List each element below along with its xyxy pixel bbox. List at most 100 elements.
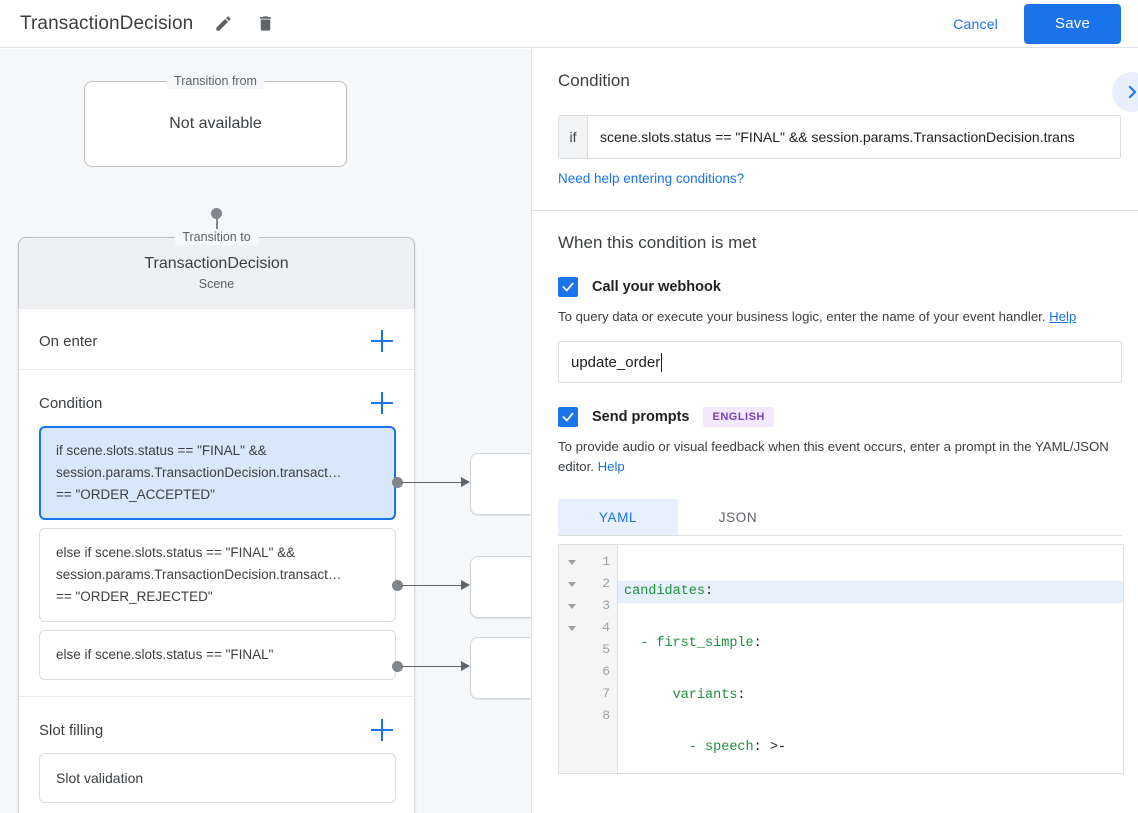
code-punct: : >- [753,740,787,755]
transition-from-border [84,81,347,167]
condition-input[interactable]: scene.slots.status == "FINAL" && session… [588,116,1120,158]
line-number: 7 [602,686,610,701]
edge-source-dot [211,208,222,219]
panel-condition-section: Condition if scene.slots.status == "FINA… [532,49,1138,211]
condition-line: session.params.TransactionDecision.trans… [56,567,342,582]
condition-line: == "ORDER_REJECTED" [56,589,213,604]
edge-arrowhead [461,580,470,590]
condition-line: else if scene.slots.status == "FINAL" && [56,545,296,560]
scene-card: Transition to TransactionDecision Scene … [18,229,415,813]
fold-toggle-2[interactable] [559,573,585,595]
section-title-slot-filling: Slot filling [39,721,104,739]
trash-icon[interactable] [253,12,277,36]
scene-type: Scene [198,277,235,291]
code-key: - speech [624,740,754,755]
webhook-checkbox-row: Call your webhook [558,277,1121,297]
add-condition-icon[interactable] [371,392,393,414]
line-number: 8 [602,708,610,723]
section-on-enter: On enter [19,308,414,369]
panel-when-met-section: When this condition is met Call your web… [532,211,1138,774]
code-fold-gutter [559,545,585,773]
line-number: 4 [602,620,610,635]
send-prompts-checkbox[interactable] [558,407,578,427]
slot-validation-item[interactable]: Slot validation [39,753,396,803]
save-button[interactable]: Save [1024,3,1121,44]
code-punct: : [737,688,746,703]
edge-line [401,481,463,484]
yaml-code-editor[interactable]: 1 2 3 4 5 6 7 8 candidates: - first_simp… [558,544,1124,774]
send-prompts-label: Send prompts [592,409,690,425]
code-line-3: variants: [618,685,1123,707]
fold-toggle-4[interactable] [559,617,585,639]
details-panel: Condition if scene.slots.status == "FINA… [531,49,1138,813]
language-badge: ENGLISH [703,407,774,427]
webhook-checkbox[interactable] [558,277,578,297]
edge-dot [392,580,403,591]
section-condition: Condition if scene.slots.status == "FINA… [19,369,414,696]
pencil-icon[interactable] [211,12,235,36]
condition-item-3[interactable]: else if scene.slots.status == "FINAL" [39,630,396,680]
code-text-area[interactable]: candidates: - first_simple: variants: - … [618,545,1123,773]
condition-item-1[interactable]: if scene.slots.status == "FINAL" && sess… [39,426,396,520]
webhook-handler-input[interactable]: update_order [558,341,1122,383]
prompts-checkbox-row: Send prompts ENGLISH [558,407,1121,427]
section-header-slot-filling: Slot filling [19,697,414,745]
target-node-1[interactable] [470,453,531,515]
condition-help-link[interactable]: Need help entering conditions? [558,171,745,186]
code-punct: : [753,636,762,651]
condition-if-prefix: if [559,116,588,158]
add-slot-filling-icon[interactable] [371,719,393,741]
webhook-handler-value: update_order [571,353,661,371]
prompts-help-link[interactable]: Help [597,459,625,474]
code-line-number-gutter: 1 2 3 4 5 6 7 8 [585,545,618,773]
condition-field[interactable]: if scene.slots.status == "FINAL" && sess… [558,115,1121,159]
transition-from-label: Transition from [166,73,265,89]
section-title-on-enter: On enter [39,332,98,350]
condition-heading: Condition [558,71,630,90]
scene-card-header[interactable]: Transition to TransactionDecision Scene [18,229,415,308]
scene-name: TransactionDecision [144,255,289,272]
when-condition-met-heading: When this condition is met [558,233,757,252]
chevron-right-icon[interactable] [1112,72,1138,112]
webhook-label: Call your webhook [592,279,721,295]
code-line-2: - first_simple: [618,633,1123,655]
section-header-condition: Condition [19,370,414,418]
target-node-2[interactable] [470,556,531,618]
webhook-helper-copy: To query data or execute your business l… [558,309,1046,324]
add-on-enter-icon[interactable] [371,330,393,352]
page-title: TransactionDecision [20,12,194,34]
condition-line: else if scene.slots.status == "FINAL" [56,647,274,662]
edge-arrowhead [461,661,470,671]
scene-graph-canvas[interactable]: Not available Transition from Transition… [0,49,531,813]
edge-dot [392,477,403,488]
condition-line: if scene.slots.status == "FINAL" && [56,443,267,458]
line-number: 1 [602,554,610,569]
fold-toggle-3[interactable] [559,595,585,617]
webhook-help-link[interactable]: Help [1049,309,1077,324]
line-number: 2 [602,576,610,591]
transition-from-node[interactable]: Not available Transition from [84,73,347,167]
fold-toggle-1[interactable] [559,551,585,573]
line-number: 6 [602,664,610,679]
line-number: 5 [602,642,610,657]
editor-format-tabs: YAML JSON [558,499,1122,536]
condition-line: session.params.TransactionDecision.trans… [56,465,342,480]
edge-arrowhead [461,477,470,487]
tab-json[interactable]: JSON [718,509,758,525]
text-caret [661,352,663,372]
code-line-4: - speech: >- [618,737,1123,759]
tab-yaml[interactable]: YAML [558,499,678,535]
target-node-3[interactable] [470,637,531,699]
prompts-helper-text: To provide audio or visual feedback when… [558,437,1109,477]
section-header-on-enter: On enter [19,309,414,355]
edge-dot [392,661,403,672]
condition-line: == "ORDER_ACCEPTED" [56,487,215,502]
code-key: variants [624,688,738,703]
code-key: candidates [624,584,706,599]
code-punct: : [705,584,714,599]
section-slot-filling: Slot filling Slot validation [19,696,414,813]
cancel-button[interactable]: Cancel [939,8,1012,40]
webhook-helper-text: To query data or execute your business l… [558,307,1110,327]
condition-item-2[interactable]: else if scene.slots.status == "FINAL" &&… [39,528,396,622]
edge-line [401,584,463,587]
